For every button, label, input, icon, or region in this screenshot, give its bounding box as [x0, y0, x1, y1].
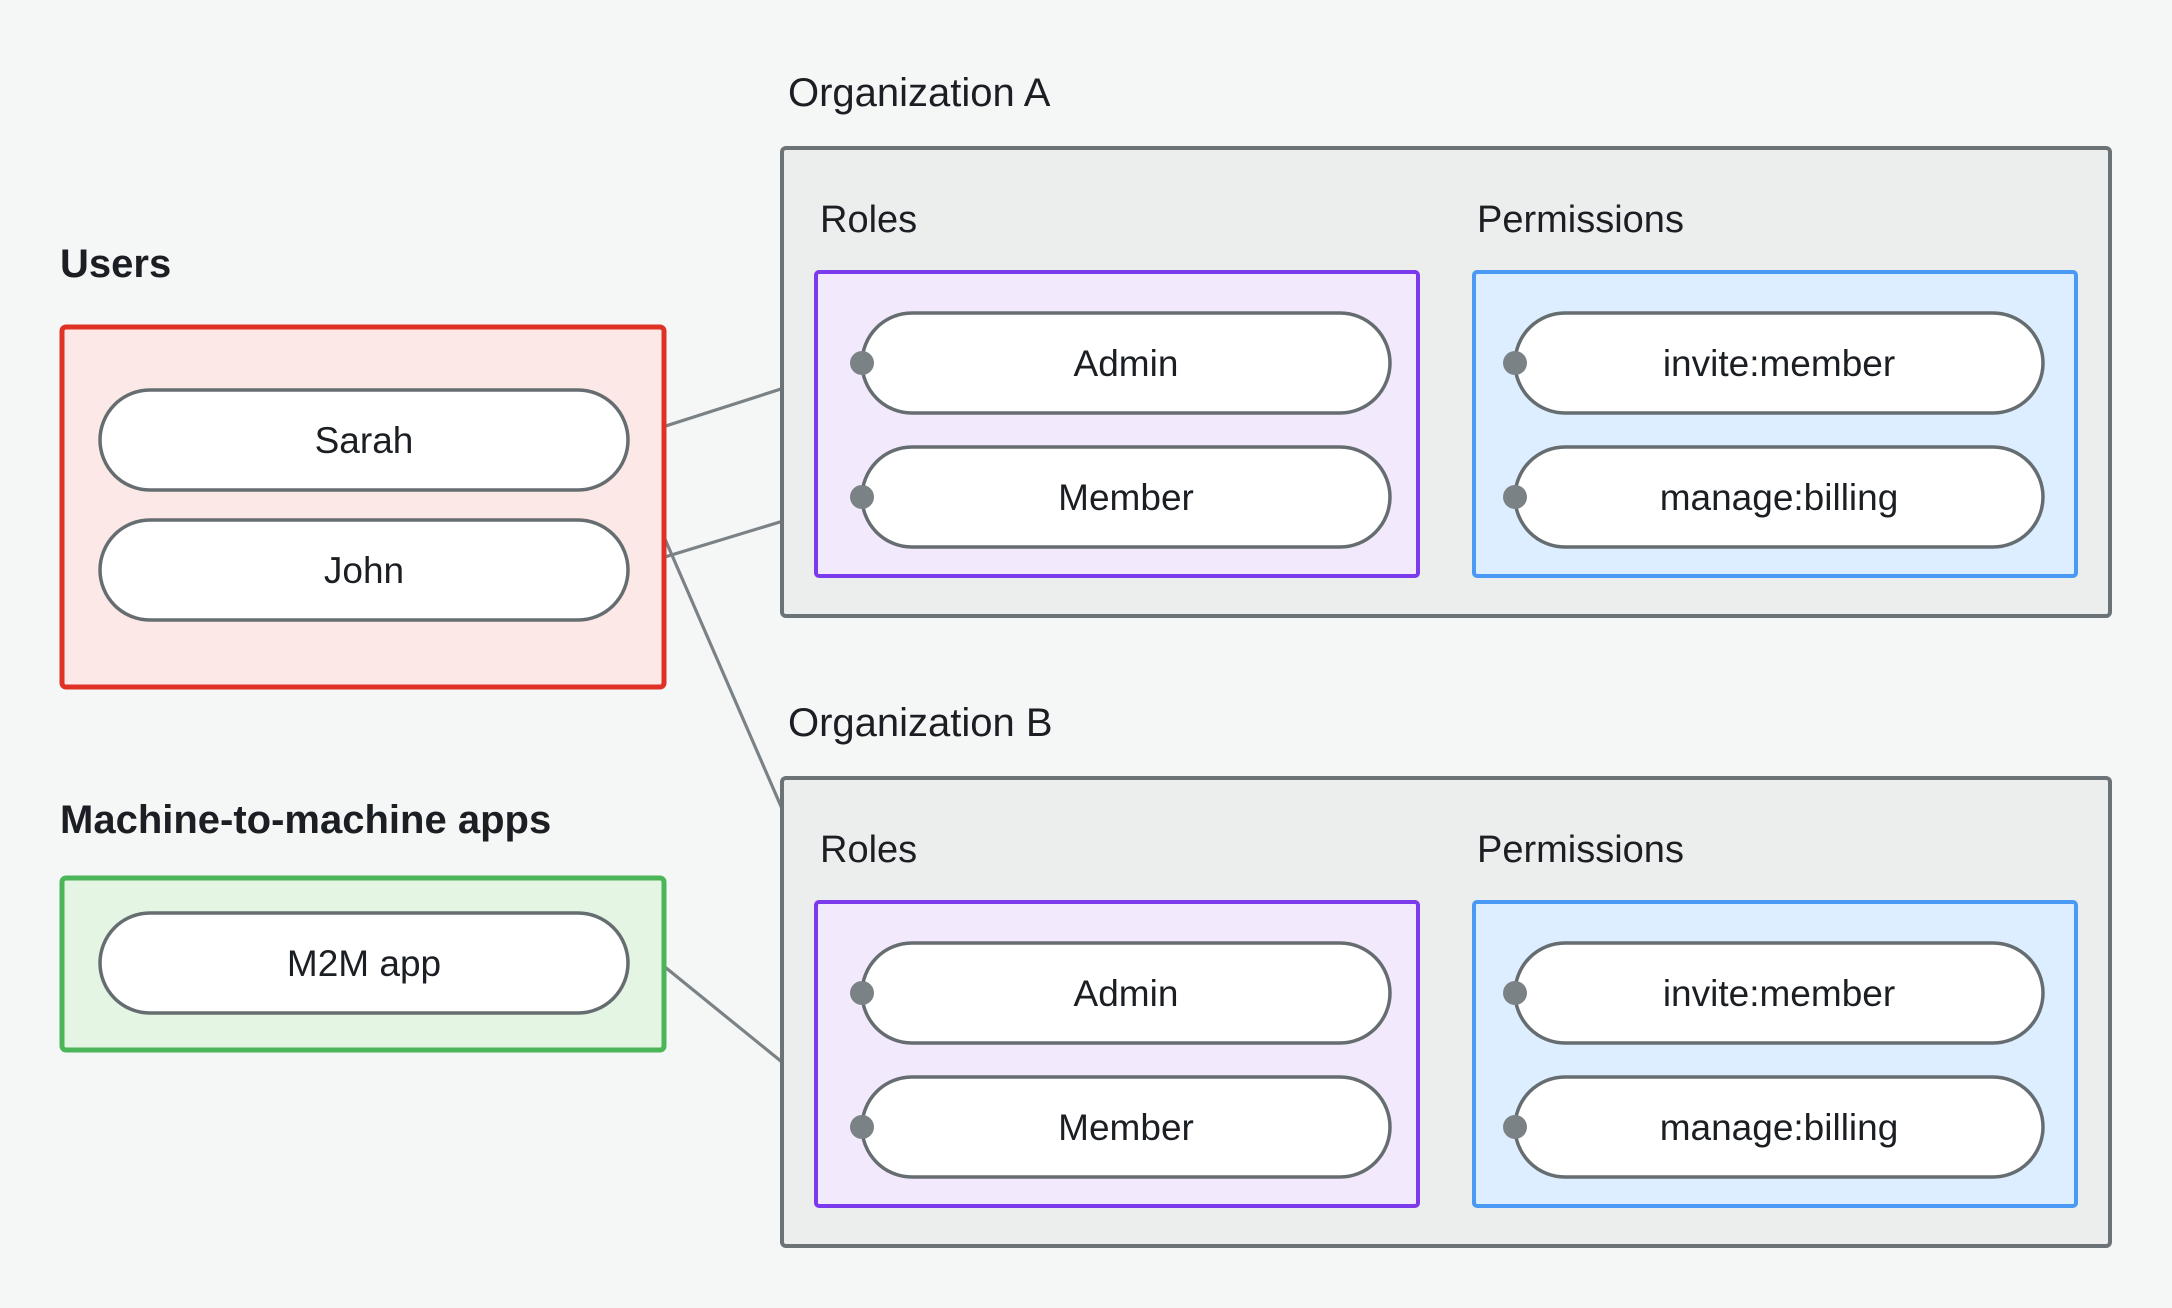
- orgA-role-admin-label: Admin: [1074, 343, 1179, 384]
- organization-a-permissions-title: Permissions: [1477, 199, 1684, 241]
- connector-dot-orgB-member-in: [850, 1115, 874, 1139]
- node-m2m-app-label: M2M app: [287, 943, 441, 984]
- node-john-shape: [98, 518, 630, 622]
- connector-dot-orgA-member-in: [850, 485, 874, 509]
- orgB-permission-manage-billing-label: manage:billing: [1660, 1107, 1899, 1148]
- connector-dot-orgA-billing-in: [1503, 485, 1527, 509]
- users-container: [59, 324, 667, 690]
- organization-b-roles-title: Roles: [820, 829, 917, 871]
- orgA-role-member-label: Member: [1058, 477, 1194, 518]
- orgB-permission-invite-member-label: invite:member: [1663, 973, 1895, 1014]
- connector-dot-orgB-admin-in: [850, 981, 874, 1005]
- orgA-permission-manage-billing[interactable]: manage:billing: [1513, 445, 2045, 549]
- organization-a-title: Organization A: [788, 71, 1051, 115]
- orgB-role-admin[interactable]: Admin: [860, 941, 1392, 1045]
- node-m2m-app-shape: [98, 911, 630, 1015]
- connector-dot-orgB-invite-in: [1503, 981, 1527, 1005]
- connector-dot-orgA-invite-in: [1503, 351, 1527, 375]
- node-sarah-label: Sarah: [315, 420, 414, 461]
- orgA-permission-invite-member[interactable]: invite:member: [1513, 311, 2045, 415]
- orgB-permission-invite-member[interactable]: invite:member: [1513, 941, 2045, 1045]
- organization-b-permissions-title: Permissions: [1477, 829, 1684, 871]
- connector-dot-orgB-billing-in: [1503, 1115, 1527, 1139]
- node-sarah-shape: [98, 388, 630, 492]
- organization-a-roles-title: Roles: [820, 199, 917, 241]
- orgA-role-member[interactable]: Member: [860, 445, 1392, 549]
- orgB-role-member[interactable]: Member: [860, 1075, 1392, 1179]
- machines-section-title: Machine-to-machine apps: [60, 798, 551, 842]
- orgA-permission-invite-member-label: invite:member: [1663, 343, 1895, 384]
- orgA-permission-manage-billing-label: manage:billing: [1660, 477, 1899, 518]
- connector-dot-layer: [850, 351, 1527, 1139]
- orgB-role-member-label: Member: [1058, 1107, 1194, 1148]
- connector-dot-orgA-admin-in: [850, 351, 874, 375]
- node-sarah[interactable]: Sarah: [98, 388, 630, 492]
- orgA-role-admin[interactable]: Admin: [860, 311, 1392, 415]
- node-john[interactable]: John: [98, 518, 630, 622]
- users-section-title: Users: [60, 242, 171, 286]
- node-john-label: John: [324, 550, 404, 591]
- organization-b-title: Organization B: [788, 701, 1053, 745]
- node-m2m-app[interactable]: M2M app: [98, 911, 630, 1015]
- orgB-permission-manage-billing[interactable]: manage:billing: [1513, 1075, 2045, 1179]
- orgB-role-admin-label: Admin: [1074, 973, 1179, 1014]
